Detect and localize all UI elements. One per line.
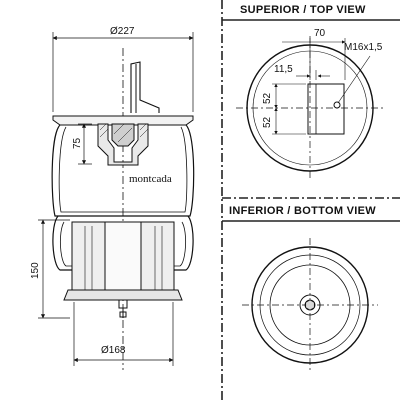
top-view-dim-52-upper: 52: [262, 92, 273, 104]
thread-spec-label: M16x1,5: [344, 42, 383, 53]
bottom-diameter-label: Ø168: [101, 345, 126, 356]
bottom-view-title: INFERIOR / BOTTOM VIEW: [229, 205, 376, 217]
brand-watermark: montcada: [129, 173, 172, 185]
top-view-dim-70: 70: [314, 28, 326, 39]
top-view-dim-52-lower: 52: [262, 116, 273, 128]
inner-height-label: 75: [72, 137, 83, 149]
total-height-label: 150: [30, 262, 41, 279]
air-spring-side-view: [38, 32, 195, 370]
top-view-drawing: [236, 36, 384, 180]
bottom-view-drawing: [242, 238, 378, 372]
panel-dividers: [221, 0, 400, 400]
top-diameter-label: Ø227: [110, 26, 135, 37]
top-view-title: SUPERIOR / TOP VIEW: [240, 4, 366, 16]
top-view-dim-11-5: 11,5: [274, 64, 293, 75]
